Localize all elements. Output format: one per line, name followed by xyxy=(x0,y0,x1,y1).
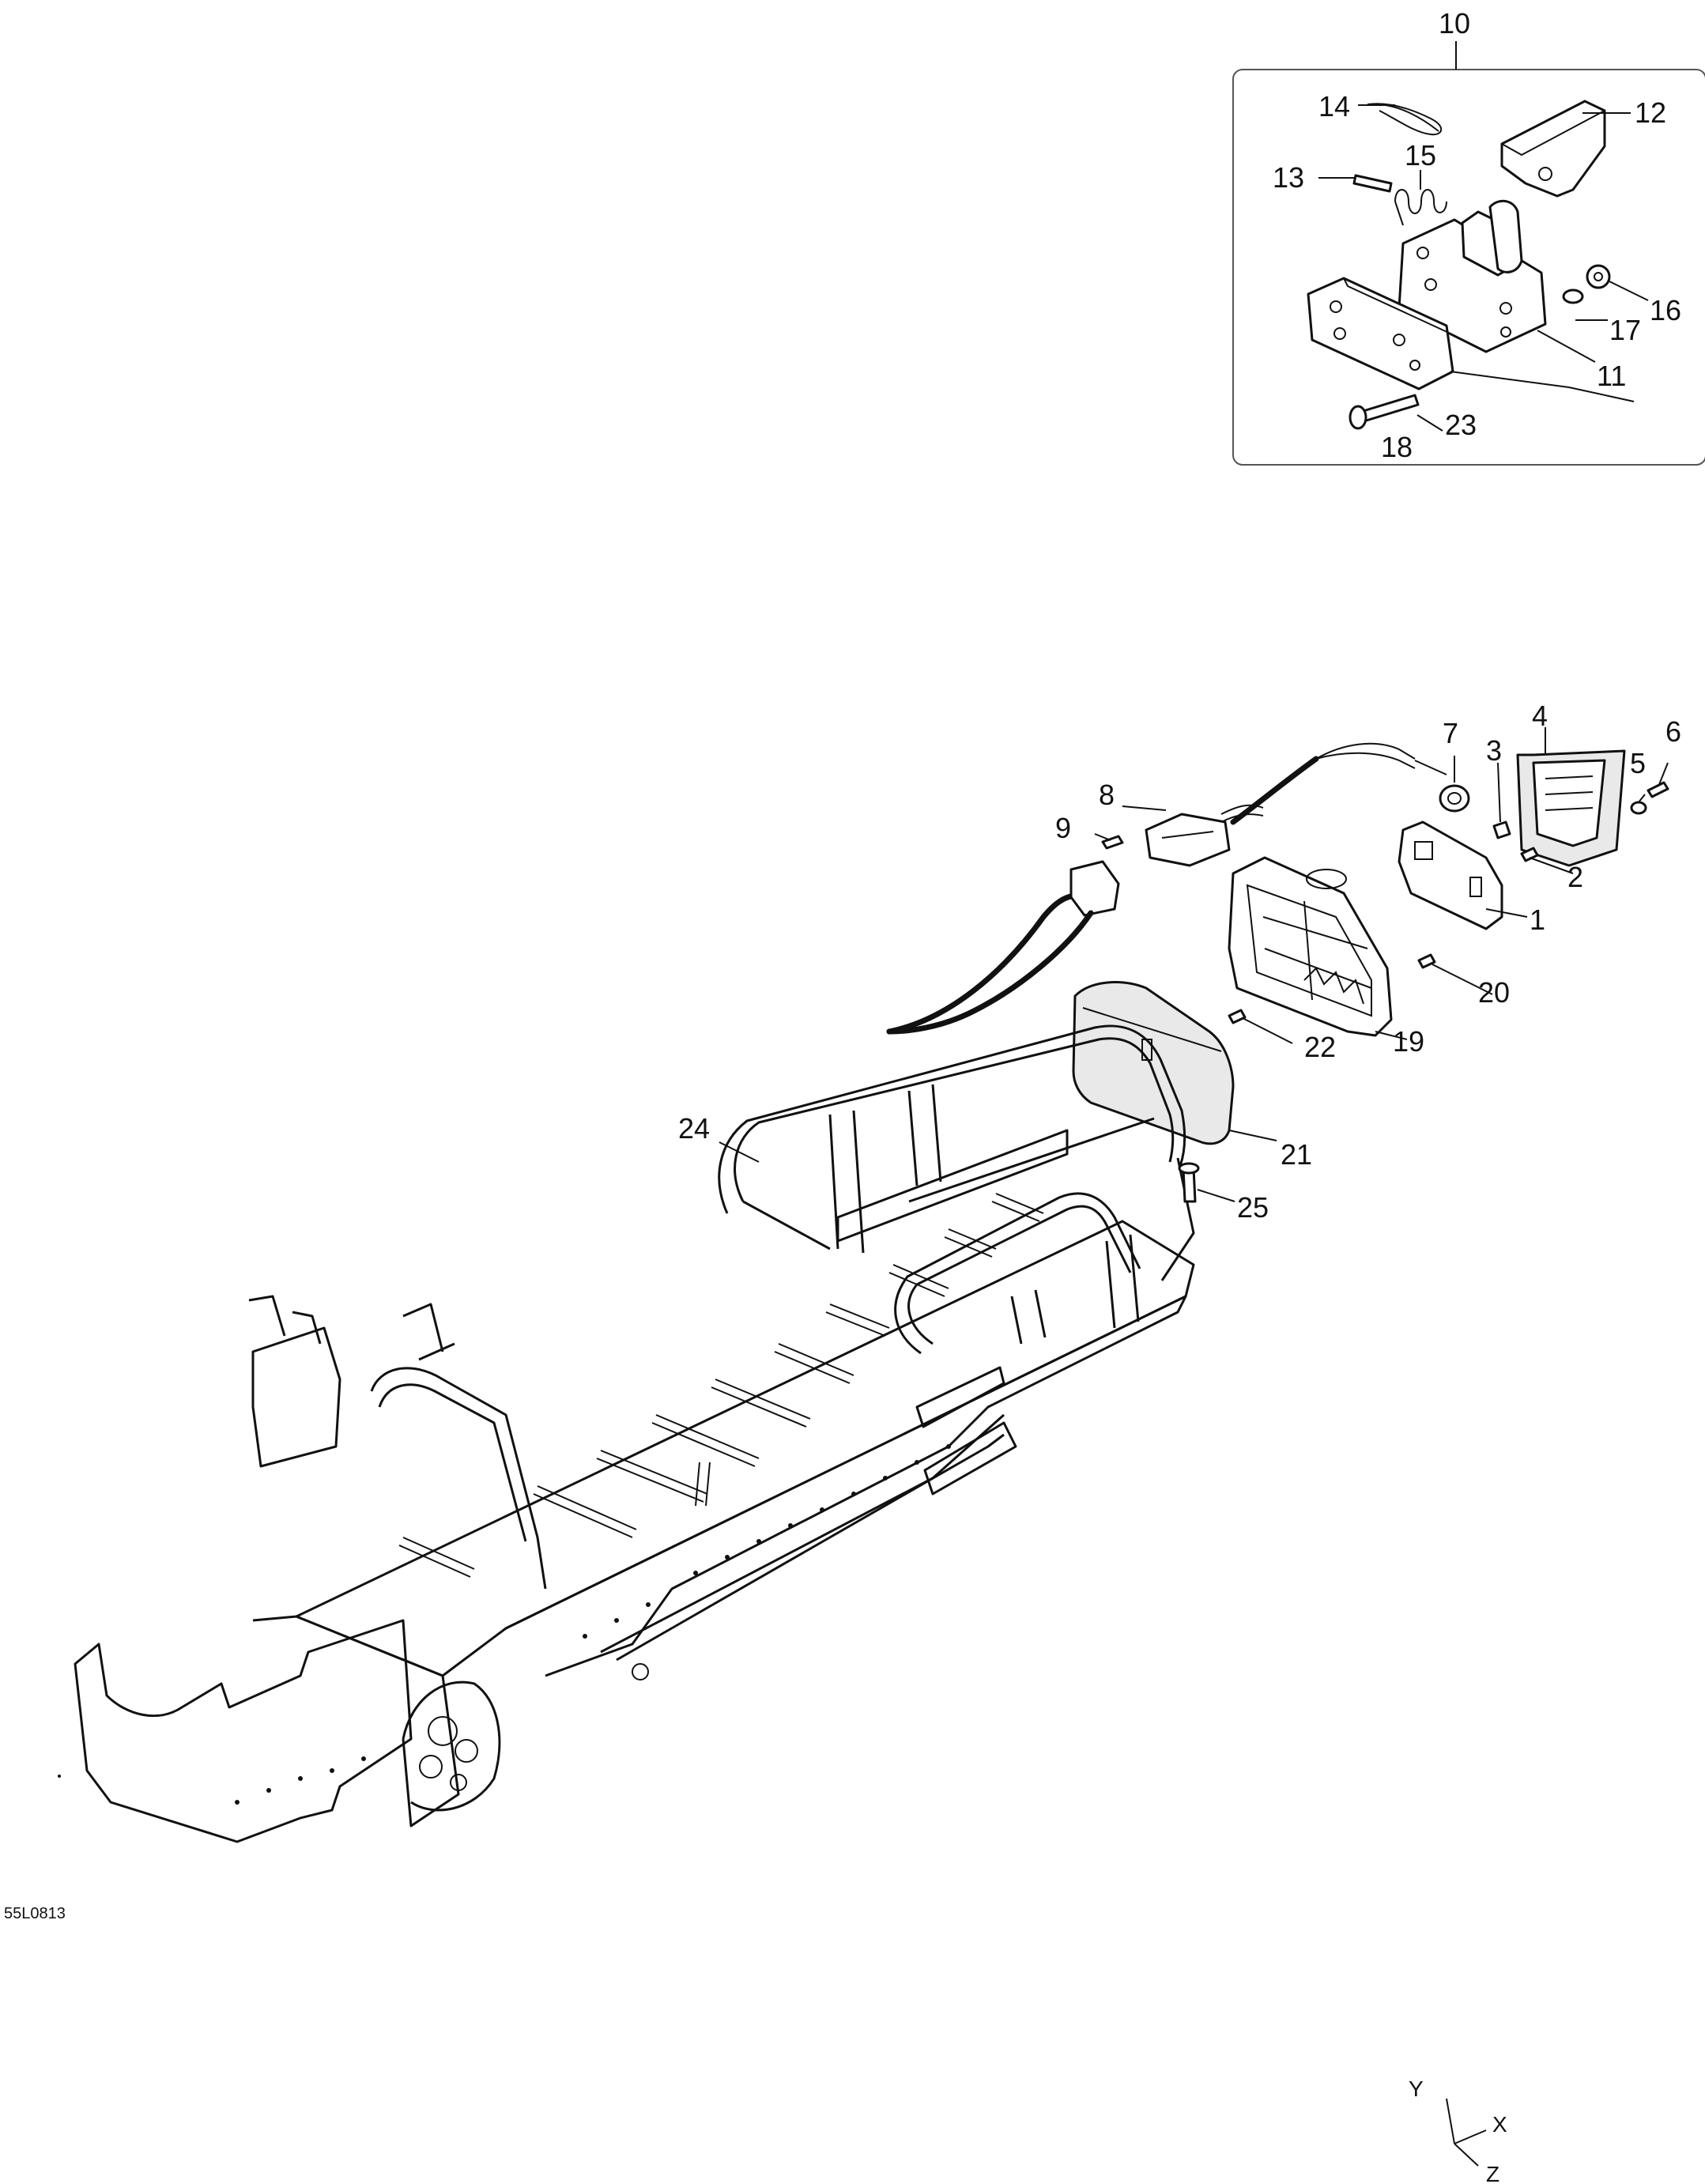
part-16-nut xyxy=(1586,264,1611,289)
part-13-pin xyxy=(1352,174,1393,193)
callout-20: 20 xyxy=(1478,976,1510,1009)
part-1-housing xyxy=(1398,820,1503,930)
part-5-washer xyxy=(1630,801,1647,815)
callout-18: 18 xyxy=(1381,431,1413,463)
callout-10: 10 xyxy=(1439,7,1470,40)
part-4-lens xyxy=(1516,749,1626,867)
callout-12: 12 xyxy=(1635,96,1666,129)
part-15-spring xyxy=(1394,189,1447,226)
callout-14: 14 xyxy=(1318,90,1350,123)
callout-19: 19 xyxy=(1393,1025,1424,1058)
tail-light-assembly xyxy=(886,727,1669,1145)
axis-x-label: X xyxy=(1492,2112,1507,2137)
callout-22: 22 xyxy=(1304,1031,1336,1063)
callout-13: 13 xyxy=(1273,161,1304,194)
mating-connector xyxy=(1069,860,1120,917)
callout-21: 21 xyxy=(1281,1138,1312,1171)
callout-17: 17 xyxy=(1609,314,1641,346)
detail-inset xyxy=(1232,41,1705,466)
callout-11: 11 xyxy=(1597,360,1626,392)
callout-5: 5 xyxy=(1630,747,1646,779)
part-24-rack xyxy=(718,1024,1195,1355)
part-20-screw xyxy=(1417,953,1436,969)
figure-code: 55L0813 xyxy=(4,1905,66,1922)
callout-2: 2 xyxy=(1567,861,1583,893)
callout-23: 23 xyxy=(1445,409,1477,441)
callout-6: 6 xyxy=(1665,715,1681,748)
rivets xyxy=(235,1444,951,1805)
part-25-bolt xyxy=(1178,1162,1200,1203)
callout-7: 7 xyxy=(1443,717,1458,749)
callout-4: 4 xyxy=(1532,700,1548,732)
callout-16: 16 xyxy=(1650,294,1681,326)
callout-9: 9 xyxy=(1055,812,1071,844)
callout-3: 3 xyxy=(1486,734,1502,767)
axis-indicator: Y X Z xyxy=(1409,2076,1507,2184)
axis-y-label: Y xyxy=(1409,2076,1424,2101)
callout-1: 1 xyxy=(1530,903,1545,936)
axis-z-label: Z xyxy=(1486,2162,1499,2184)
callout-24: 24 xyxy=(678,1112,710,1145)
part-3-bulb xyxy=(1492,820,1511,839)
part-14-hairpin xyxy=(1367,103,1443,136)
chassis-tunnel xyxy=(58,1193,1195,1843)
part-19-mount xyxy=(1228,856,1393,1037)
part-7-socket xyxy=(1439,784,1470,813)
part-2-screw xyxy=(1520,847,1539,862)
part-22-screw xyxy=(1228,1009,1247,1024)
callout-15: 15 xyxy=(1405,139,1436,172)
callouts: 1 2 3 4 5 6 7 8 9 10 11 12 13 14 15 16 1… xyxy=(678,7,1681,1224)
callout-25: 25 xyxy=(1237,1191,1269,1224)
callout-8: 8 xyxy=(1099,779,1115,811)
part-11-hitch-plate xyxy=(1398,199,1547,353)
part-17-washer xyxy=(1562,289,1584,304)
part-6-screw xyxy=(1647,781,1669,798)
part-9-terminal xyxy=(1101,835,1124,850)
deck-slots xyxy=(398,1193,1044,1578)
part-8-connector xyxy=(1145,813,1231,867)
part-12-bracket xyxy=(1500,100,1606,198)
part-18-bolt xyxy=(1349,394,1420,430)
